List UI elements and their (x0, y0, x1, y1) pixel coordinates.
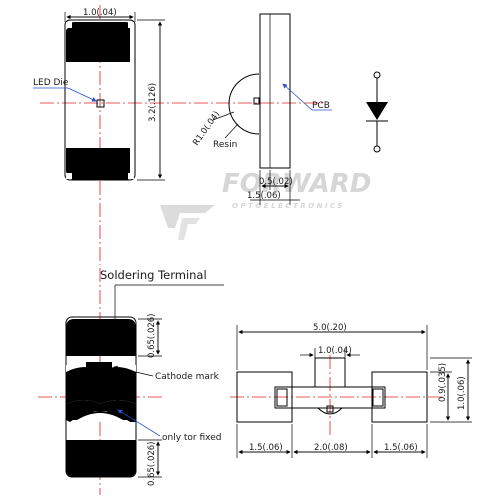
cathode-mark-label: Cathode mark (155, 372, 220, 382)
led-die-label: LED Die (33, 78, 69, 88)
only-fixed-label: only tor fixed (162, 433, 221, 443)
footprint-view: 5.0(.20) 1.0(.04) 0.9(.035) 1.0(.06) 1.5… (230, 323, 472, 458)
right-pad (371, 371, 428, 423)
top-length-dim: 3.2(.126) (148, 83, 158, 122)
led-die (96, 99, 105, 108)
fp-right-pad-dim: 1.5(.06) (384, 443, 418, 453)
fp-total-width: 5.0(.20) (313, 323, 347, 333)
watermark-sub: OPTOELECTRONICS (232, 202, 345, 210)
diode-symbol (366, 71, 388, 153)
top-view: 1.0(.04) 3.2(.126) LED Die (33, 5, 325, 265)
cathode-mark (86, 362, 112, 372)
fp-gap-dim: 2.0(.08) (314, 443, 348, 453)
fp-center-width: 1.0(.04) (318, 346, 352, 356)
bottom-view: Soldering Terminal 0.65(.026) 0.65(.026)… (38, 268, 224, 495)
fp-left-pad-dim: 1.5(.06) (249, 443, 283, 453)
resin-label: Resin (213, 140, 237, 150)
fp-right-total: 1.0(.06) (457, 376, 467, 410)
left-pad (236, 371, 293, 423)
watermark-brand: FORWARD (222, 169, 371, 199)
bottom-dim-bottom: 0.65(.026) (147, 442, 157, 486)
bottom-dim-top: 0.65(.026) (147, 314, 157, 358)
pcb-label: PCB (312, 101, 330, 111)
bottom-title: Soldering Terminal (100, 268, 207, 282)
fp-right-small: 0.9(.035) (438, 363, 448, 402)
side-dim-05: 0.5(.02) (259, 177, 293, 187)
watermark-logo: FORWARD OPTOELECTRONICS (160, 169, 371, 240)
side-dim-15: 1.5(.06) (247, 191, 281, 201)
top-width-dim: 1.0(.04) (83, 8, 117, 18)
